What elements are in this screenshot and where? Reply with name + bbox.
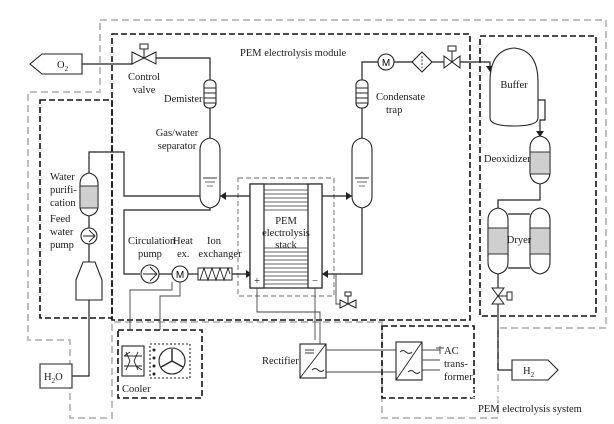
rectifier-label: Rectifier (262, 356, 299, 367)
condensate-trap-label: Condensate (376, 92, 425, 103)
stack-plus: + (254, 276, 260, 287)
h2-valve-icon (491, 287, 513, 305)
o2-outlet: O2 (29, 53, 83, 75)
ac-transformer-icon (395, 341, 423, 381)
stack-label-3: stack (275, 240, 297, 251)
drain-valve-icon (339, 291, 357, 309)
condensate-trap-icon (355, 79, 369, 109)
svg-text:H2O: H2O (44, 372, 63, 385)
heat-ex-label: Heat (173, 236, 193, 247)
purification-column (79, 172, 99, 217)
rectifier-icon (299, 343, 327, 379)
feed-pump-label-3: pump (50, 240, 74, 251)
system-label: PEM electrolysis system (478, 404, 582, 415)
water-purification-label: Water (50, 172, 75, 183)
outlet-valve-icon (443, 45, 461, 69)
stack-minus: − (312, 276, 318, 287)
feed-pump-label-2: water (50, 227, 74, 238)
svg-text:M: M (382, 58, 390, 69)
stack-label-2: electrolysis (262, 228, 310, 239)
ac-transformer-label: AC (444, 346, 459, 357)
feed-water-tank (75, 261, 103, 301)
h2o-inlet: H2O (39, 363, 73, 389)
pem-stack (249, 183, 323, 289)
stack-enclosure (237, 177, 335, 297)
svg-text:H2: H2 (523, 366, 535, 379)
filter-icon (411, 51, 433, 73)
ion-exchanger-label-2: exchanger (198, 249, 242, 260)
water-purification-label-3: cation (50, 198, 76, 209)
ac-transformer-label-3: former (444, 372, 473, 383)
stack-plates (264, 189, 308, 285)
ac-transformer-label-2: trans- (444, 359, 468, 370)
condensate-trap-label-2: trap (386, 105, 402, 116)
demister-label: Demister (164, 94, 203, 105)
control-valve-icon (131, 43, 157, 65)
buffer-tank (489, 47, 539, 127)
circulation-pump-icon (140, 264, 160, 284)
buffer-label: Buffer (500, 80, 528, 91)
gas-water-label-2: separator (158, 141, 197, 152)
svg-text:M: M (176, 270, 184, 281)
gas-water-separator-left (199, 137, 221, 209)
module-label: PEM electrolysis module (240, 48, 346, 59)
feed-pump-icon (80, 227, 98, 245)
control-valve-label: Control (128, 72, 160, 83)
water-purification-box (39, 99, 113, 319)
stack-label: PEM (275, 216, 297, 227)
heat-ex-label-2: ex. (177, 249, 190, 260)
cooler-icon (121, 343, 191, 379)
circulation-pump-label: Circulation (128, 236, 176, 247)
h2-outlet: H2 (511, 359, 559, 381)
h2-processing-box (479, 35, 597, 317)
compressor-icon: M (377, 53, 395, 71)
circulation-pump-label-2: pump (138, 249, 162, 260)
ion-exchanger-label: Ion (207, 236, 222, 247)
control-valve-label-2: valve (133, 85, 156, 96)
dryer-tank-1 (487, 207, 509, 275)
water-purification-label-2: purifi- (50, 185, 77, 196)
svg-text:O2: O2 (57, 60, 69, 73)
heat-exchanger-icon: M (171, 265, 189, 283)
system-boundary (27, 19, 607, 419)
deoxidizer-label: Deoxidizer (484, 154, 531, 165)
deoxidizer-tank (529, 135, 551, 185)
gas-water-separator-right (351, 137, 373, 209)
cooler-label: Cooler (122, 384, 151, 395)
ac-transformer-box (381, 325, 475, 399)
demister-icon (203, 79, 217, 109)
gas-water-label: Gas/water (156, 128, 199, 139)
feed-pump-label: Feed (50, 214, 71, 225)
dryer-tank-2 (529, 207, 551, 275)
dryer-label: Dryer (507, 235, 532, 246)
watermark: 知乎 @吴若木鸡 (466, 386, 554, 401)
ion-exchanger-icon (197, 266, 233, 282)
